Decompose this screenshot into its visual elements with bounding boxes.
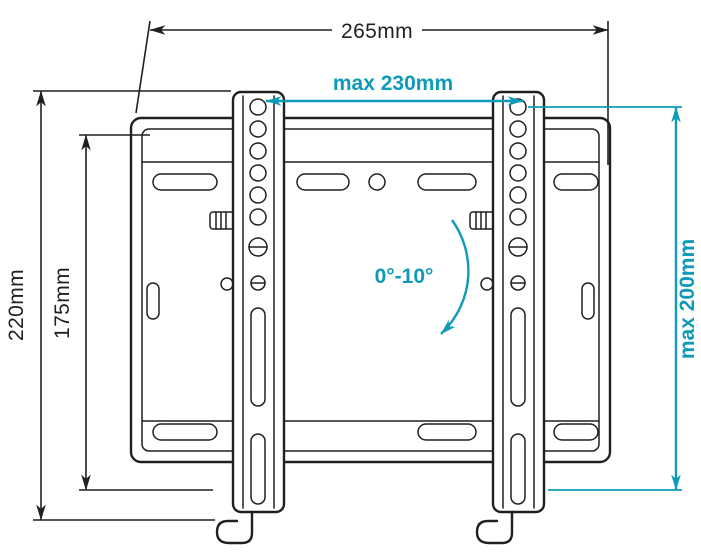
mounting-slot [152, 423, 218, 441]
tilt-curved-arrow [440, 219, 470, 335]
dim-inner-height: 175mm [51, 134, 213, 491]
adjustment-hole [249, 142, 267, 160]
mounting-slot [417, 173, 477, 191]
adjustment-hole [249, 208, 267, 226]
dim-max-hole-width: max 230mm [265, 72, 524, 106]
left-rail [209, 90, 286, 545]
side-screw [220, 277, 234, 291]
tilt-angle-annotation: 0°-10° [375, 219, 470, 335]
overall-height-label: 220mm [5, 269, 28, 341]
adjustment-hole [249, 120, 267, 138]
adjustment-hole [249, 186, 267, 204]
mounting-slot [152, 173, 218, 191]
tilt-angle-label: 0°-10° [375, 265, 434, 288]
max-hole-width-label: max 230mm [333, 72, 453, 95]
rail-slot [250, 433, 266, 505]
label-backing [332, 16, 422, 44]
mounting-slot [296, 173, 350, 191]
bottom-hook [215, 510, 254, 545]
dim-overall-height: 220mm [5, 90, 231, 521]
adjustment-hole [249, 98, 267, 116]
dim-overall-width: 265mm [135, 16, 609, 165]
mounting-slot [553, 423, 599, 441]
extension-line [135, 20, 151, 114]
side-slot [146, 282, 160, 320]
rail-body [231, 90, 286, 514]
mounting-slot [417, 423, 477, 441]
mounting-hole [368, 173, 386, 191]
dim-max-hole-height: max 200mm [528, 106, 699, 491]
side-slot [581, 282, 595, 320]
inner-height-label: 175mm [51, 267, 74, 339]
wall-plate-inner-outline [141, 128, 600, 452]
rail-slot [250, 307, 266, 407]
overall-width-label: 265mm [341, 20, 413, 43]
tilt-knob [209, 211, 235, 230]
adjustment-hole [249, 164, 267, 182]
max-hole-height-label: max 200mm [676, 239, 699, 359]
mounting-slot [553, 173, 599, 191]
